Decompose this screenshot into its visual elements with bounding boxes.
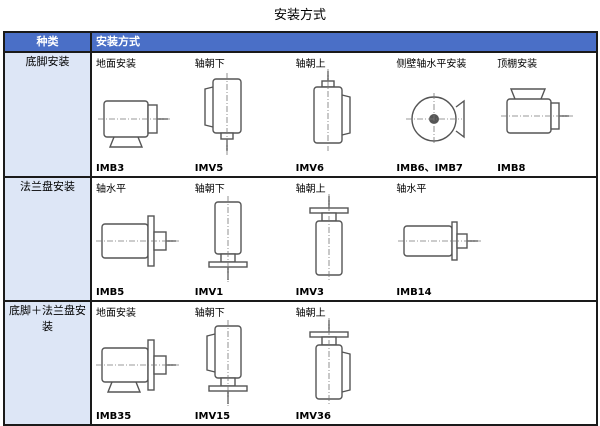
vertical-foot-flange-motor-shaft-down-icon [206, 320, 248, 406]
row-kind: 底脚＋法兰盘安装 [3, 300, 92, 426]
mount-cell: 顶棚安装 IMB8 [495, 53, 596, 176]
mount-cell-empty [495, 178, 596, 300]
mount-code: IMV6 [295, 163, 324, 174]
table-header-row: 种类 安装方式 [3, 31, 598, 53]
mount-label: 轴水平 [396, 184, 427, 195]
mount-label: 轴朝下 [194, 308, 225, 319]
header-modes: 安装方式 [90, 31, 598, 53]
mount-label: 侧壁轴水平安装 [396, 59, 467, 70]
ceiling-mounted-motor-icon [501, 88, 574, 134]
row-kind: 法兰盘安装 [3, 176, 92, 302]
mount-label: 轴水平 [96, 184, 126, 195]
mount-cell: 轴朝下 IMV15 [193, 302, 294, 424]
mount-code: IMV5 [194, 163, 224, 174]
mount-code: IMB6、IMB7 [396, 163, 463, 174]
mount-label: 地面安装 [96, 308, 136, 319]
mount-cell: 轴朝上 IMV3 [294, 178, 395, 300]
mount-cell: 地面安装 IMB3 [92, 53, 193, 176]
vertical-foot-motor-shaft-up-icon [312, 69, 351, 151]
mount-code: IMV36 [295, 411, 331, 422]
table-row-foot: 底脚安装 地面安装 IMB3 轴朝下 [3, 51, 598, 178]
mount-label: 轴朝下 [194, 184, 225, 195]
mount-label: 轴朝下 [194, 59, 225, 70]
mount-cell: 轴朝上 IMV6 [294, 53, 395, 176]
mount-label: 轴朝上 [295, 184, 326, 195]
horizontal-flange-motor-icon [96, 215, 180, 267]
vertical-foot-motor-shaft-down-icon [204, 73, 242, 155]
mount-cell: 轴朝下 IMV1 [193, 178, 294, 300]
mount-label: 轴朝上 [295, 59, 326, 70]
mount-code: IMB35 [96, 411, 132, 422]
mount-code: IMV1 [194, 287, 224, 298]
mount-cell: 轴朝上 IMV36 [294, 302, 395, 424]
horizontal-foot-motor-icon [98, 100, 172, 148]
mount-code: IMB3 [96, 163, 125, 174]
row-kind: 底脚安装 [3, 51, 92, 178]
mount-label: 地面安装 [96, 59, 136, 70]
vertical-flange-motor-shaft-down-icon [208, 196, 248, 282]
mount-cell: 轴水平 IMB5 [92, 178, 193, 300]
mount-cell: 轴水平 IMB14 [394, 178, 495, 300]
wall-mounted-motor-icon [406, 93, 466, 145]
mounting-table: 种类 安装方式 底脚安装 地面安装 IMB3 轴朝下 [3, 31, 598, 426]
mount-code: IMV15 [194, 411, 231, 422]
table-row-flange: 法兰盘安装 轴水平 IMB5 轴朝下 [3, 176, 598, 302]
mount-label: 顶棚安装 [497, 59, 538, 70]
mount-code: IMB14 [396, 287, 432, 298]
table-row-foot-flange: 底脚＋法兰盘安装 地面安装 IMB35 轴朝下 [3, 300, 598, 426]
mount-label: 轴朝上 [295, 308, 326, 319]
mount-cell: 地面安装 IMB35 [92, 302, 193, 424]
vertical-foot-flange-motor-shaft-up-icon [308, 318, 351, 406]
page-title: 安装方式 [273, 8, 326, 23]
mount-code: IMB8 [497, 163, 526, 174]
mount-cell: 侧壁轴水平安装 IMB6、IMB7 [394, 53, 495, 176]
mount-cell-empty [394, 302, 495, 424]
mount-code: IMV3 [295, 287, 324, 298]
horizontal-small-flange-motor-icon [398, 221, 483, 261]
mount-cell-empty [495, 302, 596, 424]
header-kind: 种类 [3, 31, 92, 53]
mount-cell: 轴朝下 IMV5 [193, 53, 294, 176]
horizontal-foot-flange-motor-icon [96, 339, 180, 393]
mount-code: IMB5 [96, 287, 125, 298]
vertical-flange-motor-shaft-up-icon [308, 194, 349, 282]
